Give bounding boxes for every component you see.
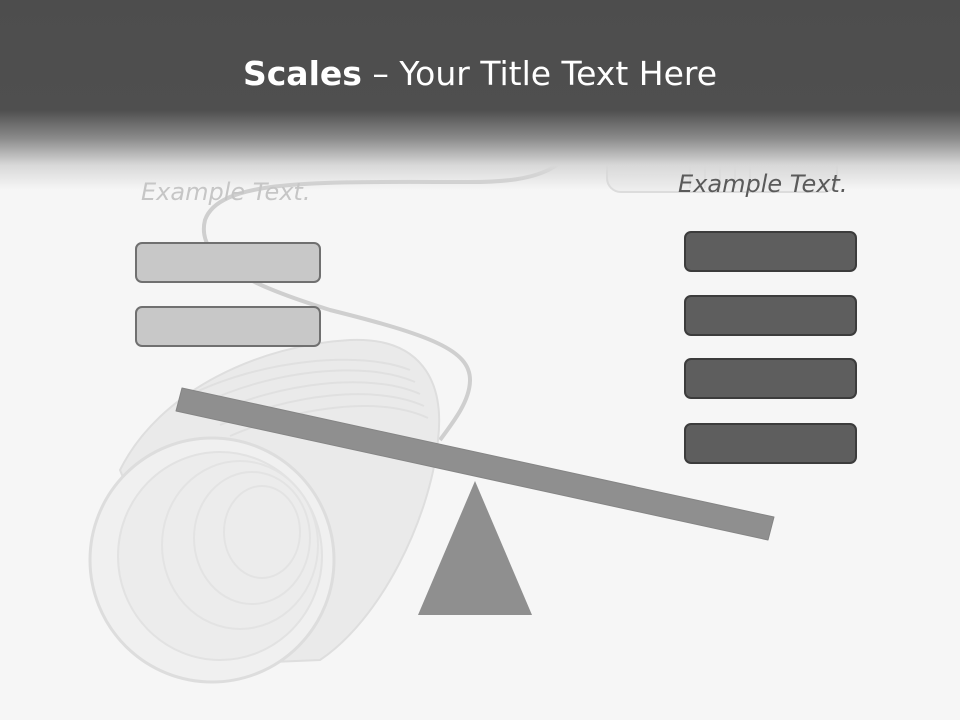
scale-fulcrum (418, 481, 532, 615)
left-box-2[interactable] (135, 306, 321, 347)
right-box-3[interactable] (684, 358, 857, 399)
page-title: Scales – Your Title Text Here (0, 52, 960, 96)
right-box-2[interactable] (684, 295, 857, 336)
right-box-1[interactable] (684, 231, 857, 272)
scale-beam (175, 387, 775, 541)
right-example-text: Example Text. (678, 170, 848, 198)
left-box-1[interactable] (135, 242, 321, 283)
title-rest: – Your Title Text Here (361, 54, 718, 93)
right-box-4[interactable] (684, 423, 857, 464)
title-bold: Scales (242, 54, 362, 93)
left-example-text: Example Text. (141, 178, 311, 206)
title-bar (0, 0, 960, 190)
